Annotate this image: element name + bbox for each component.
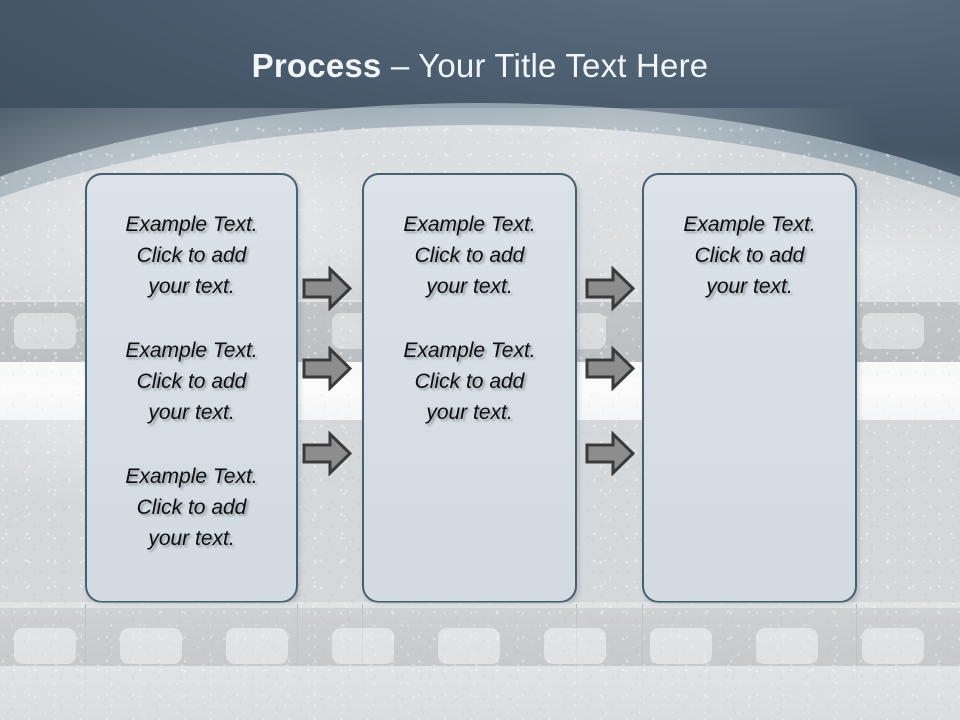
process-box-1[interactable]: Example Text. Click to add your text. Ex… [85,173,298,603]
process-arrow-right-icon[interactable] [585,346,635,391]
process-text-block[interactable]: Example Text. Click to add your text. [125,213,258,298]
process-text-block[interactable]: Example Text. Click to add your text. [403,339,536,424]
filmstrip-sprocket [544,628,606,664]
filmstrip-sprocket [438,628,500,664]
process-text-block[interactable]: Example Text. Click to add your text. [683,213,816,298]
filmstrip-sprocket [226,628,288,664]
filmstrip-sprocket [120,628,182,664]
process-text-block[interactable]: Example Text. Click to add your text. [125,465,258,550]
process-box-3[interactable]: Example Text. Click to add your text. [642,173,857,603]
slide-title-rest: – Your Title Text Here [381,47,709,84]
filmstrip-dark-band-lower [0,608,960,666]
filmstrip-sprocket [756,628,818,664]
process-text-block[interactable]: Example Text. Click to add your text. [403,213,536,298]
filmstrip-sprocket [332,628,394,664]
filmstrip-sprocket [14,628,76,664]
filmstrip-sprocket [862,628,924,664]
process-arrow-right-icon[interactable] [302,266,352,311]
process-text-block[interactable]: Example Text. Click to add your text. [125,339,258,424]
process-arrow-right-icon[interactable] [302,346,352,391]
process-arrow-right-icon[interactable] [585,431,635,476]
filmstrip-sprocket [650,628,712,664]
filmstrip-sprocket [862,313,924,349]
process-arrow-right-icon[interactable] [585,266,635,311]
process-box-2[interactable]: Example Text. Click to add your text. Ex… [362,173,577,603]
slide-title-bold: Process [251,47,382,84]
filmstrip-light-band-lower [0,666,960,720]
process-arrow-right-icon[interactable] [302,431,352,476]
filmstrip-sprocket [14,313,76,349]
filmstrip-lower-light-grain [0,666,960,720]
slide-title: Process – Your Title Text Here [0,46,960,86]
